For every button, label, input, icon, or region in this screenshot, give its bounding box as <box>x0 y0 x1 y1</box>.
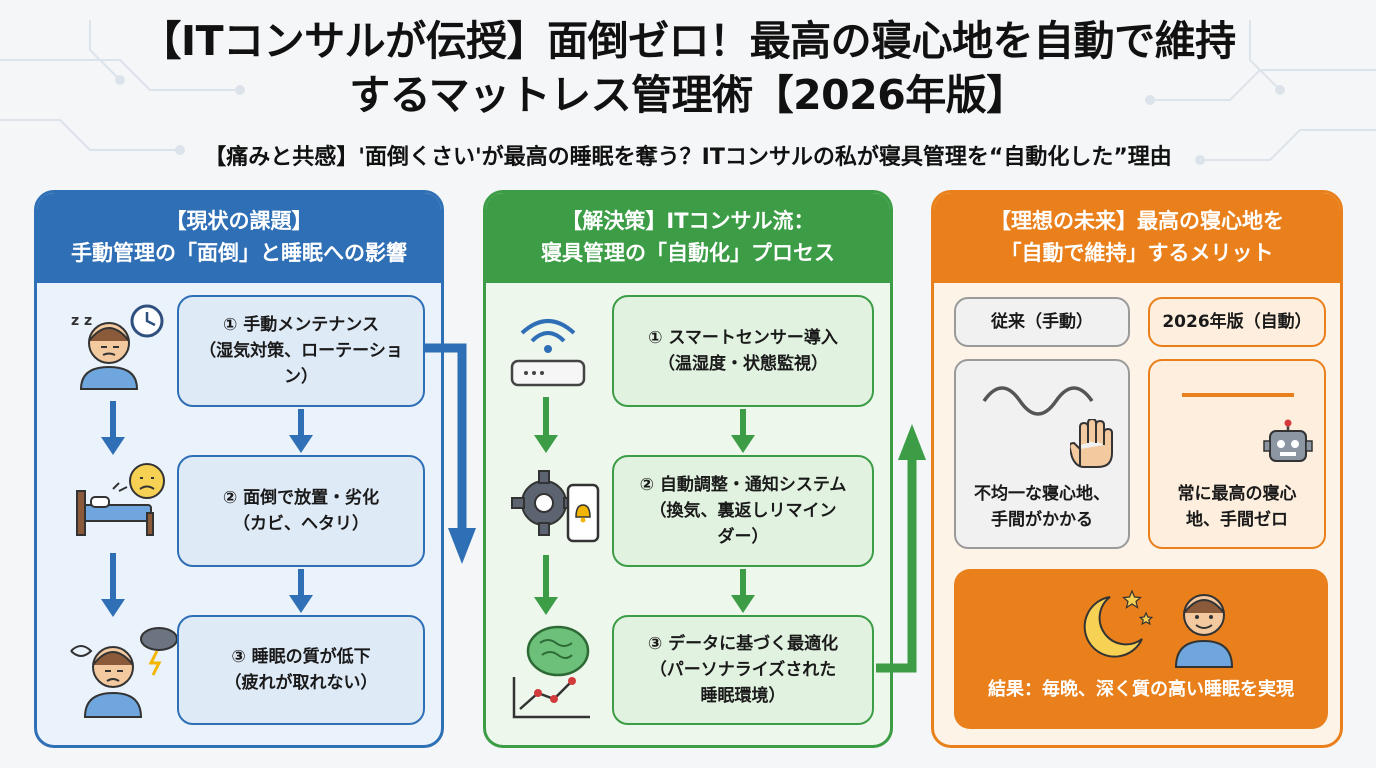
page-subtitle: 【痛みと共感】'面倒くさい'が最高の睡眠を奪う？ITコンサルの私が寝具管理を“自… <box>204 145 1172 170</box>
current-step-2-detail: （カビ、ヘタリ） <box>233 514 369 534</box>
future-header-line1: 【理想の未来】最高の寝心地を <box>990 209 1284 233</box>
solution-step-1: ① スマートセンサー導入 （温湿度・状態監視） <box>612 295 874 407</box>
current-header-line1: 【現状の課題】 <box>165 209 313 233</box>
current-issues-panel: 【現状の課題】 手動管理の「面倒」と睡眠への影響 z z <box>34 190 444 748</box>
manual-label-box: 従来（手動） <box>954 297 1130 347</box>
hand-icon <box>1070 419 1113 468</box>
arrow-down-current-1 <box>289 409 313 453</box>
solution-panel: 【解決策】ITコンサル流： 寝具管理の「自動化」プロセス <box>483 190 893 748</box>
solution-step-2-detail: （換気、裏返しリマイン <box>649 501 837 521</box>
sleepy-person-clock-icon: z z <box>71 304 164 390</box>
auto-desc-line1: 常に最高の寝心 <box>1177 484 1297 504</box>
solution-step-1-title: ① スマートセンサー導入 <box>648 328 838 348</box>
current-issues-header: 【現状の課題】 手動管理の「面倒」と睡眠への影響 <box>37 193 441 283</box>
current-step-2: ② 面倒で放置・劣化 （カビ、ヘタリ） <box>177 455 425 567</box>
solution-header-line2: 寝具管理の「自動化」プロセス <box>541 241 835 265</box>
flat-line-icon <box>1182 393 1294 397</box>
solution-header-line1: 【解決策】ITコンサル流： <box>561 209 815 233</box>
future-panel: 【理想の未来】最高の寝心地を 「自動で維持」するメリット 従来（手動） 2026… <box>931 190 1343 748</box>
future-header: 【理想の未来】最高の寝心地を 「自動で維持」するメリット <box>934 193 1340 283</box>
bed-sad-face-icon <box>76 463 165 536</box>
page-title: 【ITコンサルが伝授】面倒ゼロ！最高の寝心地を自動で維持 するマットレス管理術【… <box>0 14 1376 122</box>
arrow-down-green-left-2 <box>534 555 558 615</box>
arrow-down-green-left-1 <box>534 397 558 453</box>
future-header-line2: 「自動で維持」するメリット <box>1000 241 1274 265</box>
happy-person-icon <box>1174 594 1234 668</box>
solution-step-2-title: ② 自動調整・通知システム <box>639 475 847 495</box>
solution-step-3-title: ③ データに基づく最適化 <box>647 634 839 654</box>
result-box: 結果：毎晩、深く質の高い睡眠を実現 <box>954 569 1328 729</box>
manual-desc-line2: 手間がかかる <box>991 510 1093 530</box>
tired-person-storm-icon <box>70 627 177 718</box>
current-step-1: ① 手動メンテナンス （湿気対策、ローテーション） <box>177 295 425 407</box>
connector-arrow-green-to-orange <box>876 424 926 673</box>
title-line-2: するマットレス管理術【2026年版】 <box>349 71 1027 119</box>
current-step-3-detail: （疲れが取れない） <box>224 673 378 693</box>
brain-chart-icon <box>512 625 590 719</box>
current-step-3-title: ③ 睡眠の質が低下 <box>231 647 371 667</box>
gear-phone-bell-icon <box>511 470 600 543</box>
wave-line-icon <box>982 386 1094 416</box>
arrow-down-solution-2 <box>731 569 755 613</box>
arrow-down-current-2 <box>289 569 313 613</box>
manual-desc-line1: 不均一な寝心地、 <box>974 484 1110 504</box>
manual-label: 従来（手動） <box>991 312 1093 332</box>
solution-step-2: ② 自動調整・通知システム （換気、裏返しリマイン ダー） <box>612 455 874 567</box>
result-text: 結果：毎晩、深く質の高い睡眠を実現 <box>988 679 1294 700</box>
current-step-1-detail: （湿気対策、ローテーション） <box>199 341 403 387</box>
arrow-down-left-2 <box>101 553 125 617</box>
manual-compare-card: 不均一な寝心地、 手間がかかる <box>954 359 1130 549</box>
current-step-2-title: ② 面倒で放置・劣化 <box>222 488 380 508</box>
solution-step-3-detail: （パーソナライズされた <box>649 660 837 680</box>
solution-header: 【解決策】ITコンサル流： 寝具管理の「自動化」プロセス <box>486 193 890 283</box>
wifi-sensor-icon <box>510 319 586 387</box>
robot-icon <box>1263 419 1313 462</box>
auto-compare-card: 常に最高の寝心 地、手間ゼロ <box>1148 359 1326 549</box>
auto-label: 2026年版（自動） <box>1162 312 1312 332</box>
current-step-3: ③ 睡眠の質が低下 （疲れが取れない） <box>177 615 425 725</box>
current-step-1-title: ① 手動メンテナンス <box>223 315 379 335</box>
current-header-line2: 手動管理の「面倒」と睡眠への影響 <box>71 241 407 265</box>
solution-step-3: ③ データに基づく最適化 （パーソナライズされた 睡眠環境） <box>612 615 874 725</box>
auto-label-box: 2026年版（自動） <box>1148 297 1326 347</box>
moon-stars-icon <box>1083 589 1154 658</box>
solution-step-3-detail-cont: 睡眠環境） <box>700 686 786 706</box>
title-line-1: 【ITコンサルが伝授】面倒ゼロ！最高の寝心地を自動で維持 <box>140 17 1236 65</box>
auto-desc-line2: 地、手間ゼロ <box>1186 510 1288 530</box>
arrow-down-left-1 <box>101 401 125 455</box>
solution-step-2-detail-cont: ダー） <box>717 527 769 547</box>
connector-arrow-blue-to-green <box>424 343 476 564</box>
arrow-down-solution-1 <box>731 409 755 453</box>
solution-step-1-detail: （温湿度・状態監視） <box>658 354 828 374</box>
svg-text:z z: z z <box>71 313 92 329</box>
